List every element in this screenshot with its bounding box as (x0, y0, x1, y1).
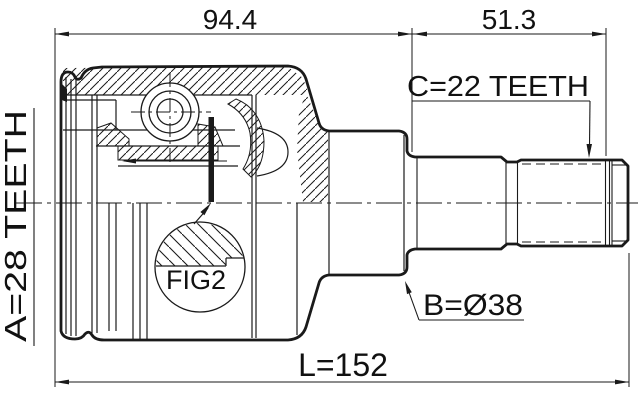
dim-94-label: 94.4 (203, 4, 258, 35)
diameter-label: B=Ø38 (423, 289, 523, 322)
inner-spline-label: A=28 TEETH (0, 110, 33, 342)
dimension-94: 94.4 (54, 4, 413, 387)
seal-mark (62, 84, 67, 102)
outer-spline-label: C=22 TEETH (407, 71, 589, 103)
diameter-callout: B=Ø38 (405, 281, 524, 322)
internal-pointer (122, 158, 227, 164)
dim-51-label: 51.3 (482, 4, 537, 35)
fig2-label: FIG2 (166, 265, 226, 295)
bearing-rollers (131, 73, 211, 163)
outer-spline-callout: C=22 TEETH (407, 71, 592, 158)
internal-edges (63, 77, 405, 339)
fig2-leader-arrow (200, 203, 211, 216)
dim-length-label: L=152 (298, 347, 388, 383)
dimension-51: 51.3 (412, 4, 607, 156)
dimension-length: L=152 (55, 253, 630, 387)
shaft-detail-lines (416, 157, 626, 249)
fig2-balloon: FIG2 (154, 203, 246, 313)
inner-spline-callout: A=28 TEETH (0, 108, 35, 346)
snap-ring (208, 117, 214, 202)
joint-outline (59, 64, 630, 342)
